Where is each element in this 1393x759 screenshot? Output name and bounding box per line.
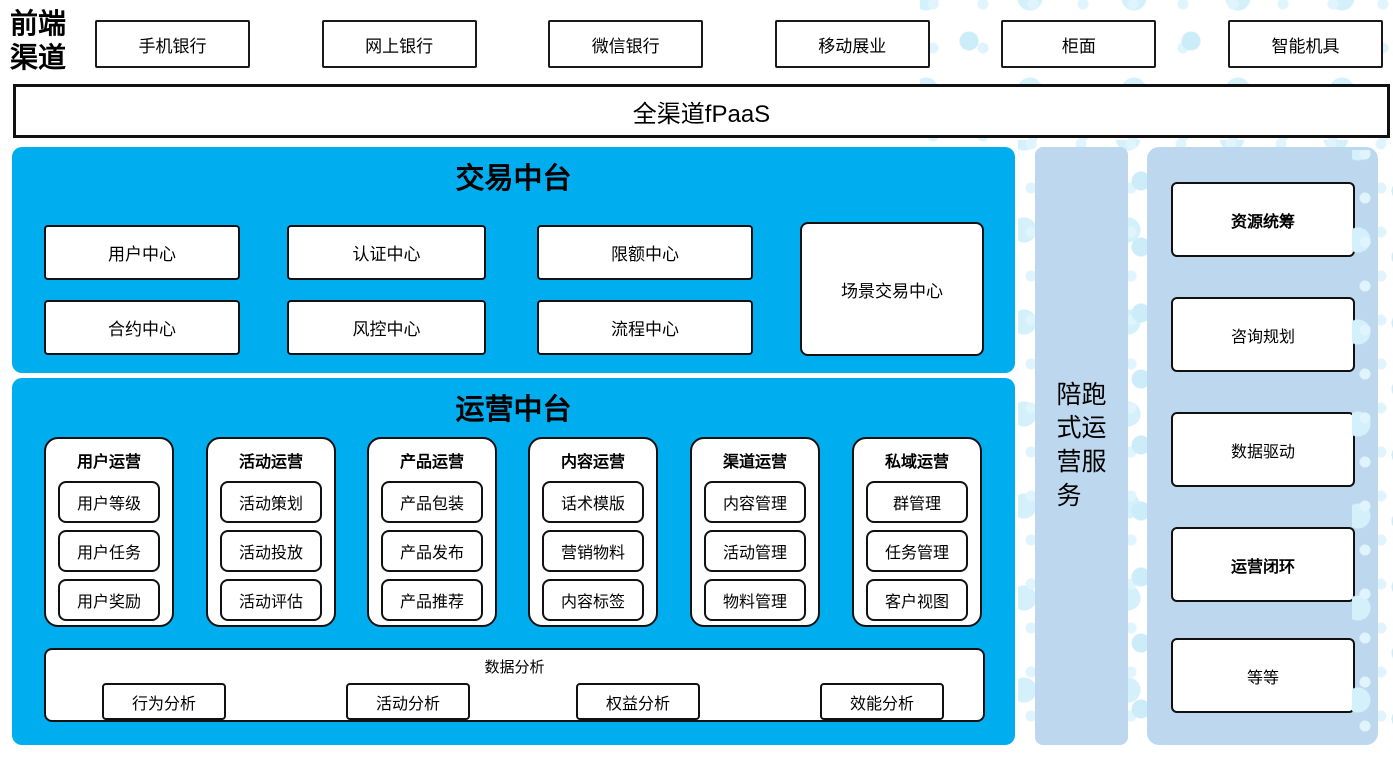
ops-column-channel: 渠道运营 内容管理 活动管理 物料管理 [690, 437, 820, 627]
channel-row: 手机银行 网上银行 微信银行 移动展业 柜面 智能机具 [95, 20, 1383, 68]
ops-column-header: 内容运营 [560, 454, 625, 471]
trade-box-risk-center: 风控中心 [287, 300, 486, 355]
ops-item: 任务管理 [866, 530, 968, 572]
ops-column-header: 产品运营 [399, 454, 464, 471]
ops-item: 客户视图 [866, 579, 968, 621]
analysis-item-efficiency: 效能分析 [820, 683, 944, 720]
ops-column-header: 私域运营 [884, 454, 949, 471]
trade-platform-panel: 交易中台 用户中心 认证中心 限额中心 合约中心 风控中心 流程中心 场景交易中… [12, 147, 1015, 373]
ops-item: 物料管理 [704, 579, 806, 621]
trade-box-process-center: 流程中心 [537, 300, 753, 355]
ops-item: 用户任务 [58, 530, 160, 572]
ops-item: 产品推荐 [381, 579, 483, 621]
channel-box-smart-devices: 智能机具 [1227, 20, 1383, 68]
accompanying-ops-service-bar: 陪跑 式运 营服 务 [1035, 147, 1128, 745]
ops-item: 内容管理 [704, 481, 806, 523]
ops-item: 用户等级 [58, 481, 160, 523]
channel-box-mobile-outreach: 移动展业 [774, 20, 930, 68]
trade-platform-title: 交易中台 [455, 163, 572, 195]
right-panel-item-consulting: 咨询规划 [1171, 297, 1355, 372]
right-panel-item-data-driven: 数据驱动 [1171, 412, 1355, 487]
ops-platform-panel: 运营中台 用户运营 用户等级 用户任务 用户奖励 活动运营 活动策划 活动投放 … [12, 378, 1015, 745]
ops-column-header: 渠道运营 [722, 454, 787, 471]
analysis-item-rights: 权益分析 [576, 683, 700, 720]
channel-box-counter: 柜面 [1001, 20, 1157, 68]
trade-box-contract-center: 合约中心 [44, 300, 240, 355]
ops-item: 活动投放 [220, 530, 322, 572]
ops-column-private-domain: 私域运营 群管理 任务管理 客户视图 [852, 437, 982, 627]
data-analysis-box: 数据分析 行为分析 活动分析 权益分析 效能分析 [44, 648, 985, 722]
right-panel-item-ops-loop: 运营闭环 [1171, 527, 1355, 602]
ops-column-header: 用户运营 [76, 454, 141, 471]
ops-item: 话术模版 [542, 481, 644, 523]
ops-platform-title: 运营中台 [455, 394, 572, 426]
analysis-item-behavior: 行为分析 [102, 683, 226, 720]
front-channels-label-line: 渠道 [9, 43, 66, 75]
channel-box-mobile-banking: 手机银行 [95, 20, 250, 68]
right-panel-item-resource-planning: 资源统筹 [1171, 182, 1355, 257]
side-bar-line: 营服 [1056, 448, 1107, 476]
ops-item: 用户奖励 [58, 579, 160, 621]
ops-item: 产品发布 [381, 530, 483, 572]
side-bar-line: 陪跑 [1056, 380, 1107, 409]
trade-box-auth-center: 认证中心 [287, 225, 486, 280]
fpaas-bar: 全渠道fPaaS [13, 84, 1390, 138]
ops-column-header: 活动运营 [238, 454, 303, 471]
channel-box-wechat-banking: 微信银行 [548, 20, 704, 68]
side-bar-line: 式运 [1056, 414, 1107, 443]
front-channels-label-line: 前端 [9, 9, 66, 40]
trade-box-user-center: 用户中心 [44, 225, 240, 280]
channel-box-online-banking: 网上银行 [321, 20, 477, 68]
trade-box-limit-center: 限额中心 [537, 225, 753, 280]
right-panel-item-etc: 等等 [1171, 638, 1355, 713]
ops-item: 营销物料 [542, 530, 644, 572]
ops-item: 产品包装 [381, 481, 483, 523]
side-bar-line: 务 [1056, 481, 1082, 510]
ops-item: 活动策划 [220, 481, 322, 523]
trade-box-scenario-trade-center: 场景交易中心 [800, 222, 984, 356]
accompanying-ops-service-label: 陪跑 式运 营服 务 [1056, 379, 1106, 514]
ops-item: 活动管理 [704, 530, 806, 572]
front-channels-label: 前端 渠道 [2, 8, 74, 77]
analysis-item-activity: 活动分析 [346, 683, 470, 720]
ops-item: 内容标签 [542, 579, 644, 621]
ops-column-content: 内容运营 话术模版 营销物料 内容标签 [528, 437, 658, 627]
ops-item: 群管理 [866, 481, 968, 523]
ops-column-product: 产品运营 产品包装 产品发布 产品推荐 [367, 437, 497, 627]
data-analysis-title: 数据分析 [484, 659, 545, 676]
right-service-panel: 资源统筹 咨询规划 数据驱动 运营闭环 等等 [1147, 147, 1378, 745]
ops-column-activity: 活动运营 活动策划 活动投放 活动评估 [206, 437, 336, 627]
ops-item: 活动评估 [220, 579, 322, 621]
ops-column-user: 用户运营 用户等级 用户任务 用户奖励 [44, 437, 174, 627]
